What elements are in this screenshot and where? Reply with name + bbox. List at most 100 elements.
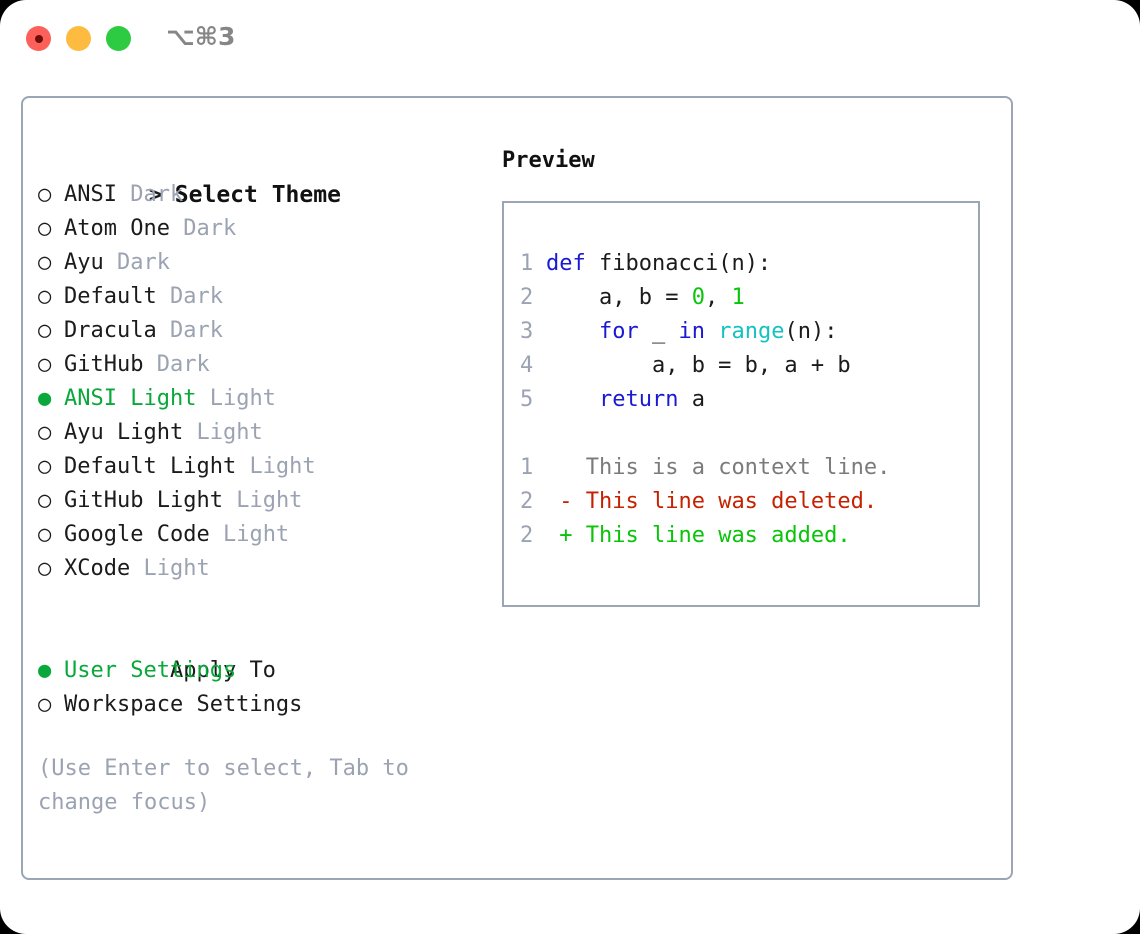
title-bar: ⌥⌘3 <box>0 0 1140 78</box>
code-token: , <box>704 285 732 310</box>
theme-name: Ayu Light <box>64 420 184 445</box>
code-token <box>705 319 718 344</box>
close-window-button[interactable] <box>26 26 51 51</box>
theme-name: ANSI Light <box>64 386 197 411</box>
theme-variant-badge: Dark <box>156 352 210 377</box>
code-token: 1 <box>731 285 745 310</box>
list-spacer <box>38 586 488 620</box>
theme-variant-badge: Light <box>143 556 210 581</box>
theme-variant-badge: Light <box>222 522 290 547</box>
theme-picker-column: >Select Theme ○ANSI Dark○Atom One Dark○A… <box>38 144 488 820</box>
theme-name-separator <box>157 318 170 343</box>
theme-list-item[interactable]: ○Default Dark <box>38 280 488 314</box>
theme-name-separator <box>130 556 143 581</box>
radio-unselected-icon: ○ <box>38 352 52 377</box>
radio-unselected-icon: ○ <box>38 182 52 207</box>
code-token: def <box>546 251 586 276</box>
code-line: 4 a, b = b, a + b <box>520 349 972 383</box>
theme-list-item[interactable]: ○ ANSI Dark <box>38 178 488 212</box>
radio-unselected-icon: ○ <box>38 420 52 445</box>
theme-list-item[interactable]: ○Atom One Dark <box>38 212 488 246</box>
diff-line-number: 1 <box>520 455 534 480</box>
theme-list-item[interactable]: ○GitHub Dark <box>38 348 488 382</box>
diff-line-text: This line was deleted. <box>572 489 878 514</box>
apply-to-option[interactable]: ● User Settings <box>38 654 488 688</box>
apply-to-heading-label: Apply To <box>169 658 276 683</box>
main-panel: >Select Theme ○ANSI Dark○Atom One Dark○A… <box>21 96 1013 880</box>
theme-name: Default Light <box>64 454 237 479</box>
theme-variant-badge: Dark <box>169 284 223 309</box>
diff-line-text: This line was added. <box>572 523 851 548</box>
theme-variant-badge: Dark <box>169 318 223 343</box>
code-token <box>546 387 599 412</box>
theme-name-separator <box>143 352 156 377</box>
radio-unselected-icon: ○ <box>38 318 52 343</box>
theme-name-separator <box>223 488 236 513</box>
code-token: range <box>718 319 785 344</box>
radio-unselected-icon: ○ <box>38 454 52 479</box>
apply-to-option[interactable]: ○ Workspace Settings <box>38 688 488 722</box>
code-token: for <box>598 319 639 344</box>
theme-name-separator <box>104 250 117 275</box>
theme-list-item[interactable]: ○Google Code Light <box>38 518 488 552</box>
code-token: in <box>678 319 705 344</box>
theme-variant-badge: Dark <box>130 182 184 207</box>
theme-list-item[interactable]: ○Ayu Light Light <box>38 416 488 450</box>
theme-picker-header-label: Select Theme <box>174 182 341 208</box>
theme-variant-badge: Light <box>209 386 276 411</box>
theme-name-separator <box>117 182 130 207</box>
radio-selected-icon: ● <box>38 386 52 411</box>
diff-line: 2 + This line was added. <box>520 519 972 553</box>
theme-variant-badge: Dark <box>183 216 237 241</box>
diff-sample-lines: 1 This is a context line.2 - This line w… <box>520 451 972 553</box>
theme-list-item[interactable]: ○Ayu Dark <box>38 246 488 280</box>
theme-picker-header: > Select Theme <box>38 144 488 208</box>
minimize-window-button[interactable] <box>66 26 91 51</box>
maximize-window-button[interactable] <box>106 26 131 51</box>
theme-variant-badge: Dark <box>117 250 170 275</box>
theme-name: ANSI <box>64 182 117 207</box>
theme-name-separator <box>170 216 183 241</box>
code-token: 0 <box>691 285 705 310</box>
code-token <box>546 319 599 344</box>
code-line-number: 5 <box>520 387 534 412</box>
radio-selected-icon: ● <box>38 658 52 683</box>
code-token: a <box>678 387 705 412</box>
diff-line-number: 2 <box>520 489 534 514</box>
theme-name-separator <box>236 454 249 479</box>
theme-list-item[interactable]: ○GitHub Light Light <box>38 484 488 518</box>
theme-variant-badge: Light <box>249 454 316 479</box>
theme-list-item[interactable]: ○ Default Light Light <box>38 450 488 484</box>
code-token: fibonacci(n): <box>585 251 772 276</box>
code-line: 2 a, b = 0, 1 <box>520 281 972 315</box>
keyboard-shortcut-label: ⌥⌘3 <box>166 22 236 51</box>
code-line-number: 4 <box>520 353 534 378</box>
apply-to-option-label: Workspace Settings <box>64 692 303 717</box>
code-line-number: 3 <box>520 319 534 344</box>
theme-name: Default <box>64 284 157 309</box>
diff-marker: + <box>546 523 573 548</box>
theme-list-item[interactable]: ● ANSI Light Light <box>38 382 488 416</box>
diff-line: 2 - This line was deleted. <box>520 485 972 519</box>
theme-name: Atom One <box>64 216 170 241</box>
code-token: (n): <box>784 319 838 344</box>
code-token: a, b = <box>546 285 692 310</box>
theme-list-item[interactable]: ○Dracula Dark <box>38 314 488 348</box>
radio-unselected-icon: ○ <box>38 692 52 717</box>
theme-name: XCode <box>64 556 131 581</box>
theme-name: GitHub Light <box>64 488 223 513</box>
apply-to-option-label: User Settings <box>64 658 237 683</box>
code-line: 3 for _ in range(n): <box>520 315 972 349</box>
apply-to-heading: Apply To <box>38 620 488 683</box>
code-token: return <box>598 387 679 412</box>
theme-name: Ayu <box>64 250 104 275</box>
diff-line: 1 This is a context line. <box>520 451 972 485</box>
prompt-caret-icon: > <box>148 182 163 208</box>
theme-list-item[interactable]: ○XCode Light <box>38 552 488 586</box>
code-token: a, b = b, a + b <box>546 353 851 378</box>
keyboard-hint-text: (Use Enter to select, Tab to change focu… <box>38 756 423 815</box>
